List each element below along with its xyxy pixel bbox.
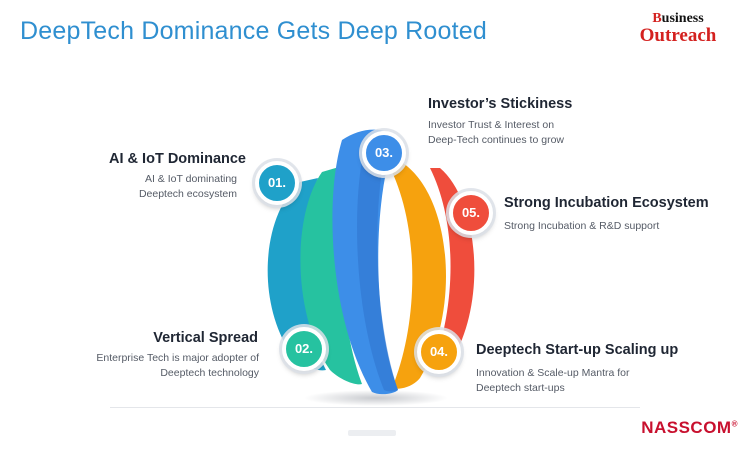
business-outreach-logo: Business Outreach	[639, 11, 717, 46]
badge-04: 04.	[417, 330, 461, 374]
item-02-title: Vertical Spread	[153, 330, 258, 346]
badge-02: 02.	[282, 327, 326, 371]
item-05-desc: Strong Incubation & R&D support	[504, 220, 660, 232]
page-title: DeepTech Dominance Gets Deep Rooted	[20, 17, 487, 45]
divider	[110, 407, 640, 408]
item-05-title: Strong Incubation Ecosystem	[504, 195, 709, 211]
item-03-desc: Investor Trust & Interest on Deep-Tech c…	[428, 119, 564, 146]
item-04-title: Deeptech Start-up Scaling up	[476, 342, 679, 358]
item-02-desc: Enterprise Tech is major adopter of Deep…	[96, 352, 259, 379]
ground-shadow	[304, 390, 448, 406]
stand-base	[348, 430, 396, 436]
item-01-desc: AI & IoT dominating Deeptech ecosystem	[138, 173, 237, 200]
badge-03: 03.	[362, 131, 406, 175]
badge-01: 01.	[255, 161, 299, 205]
nasscom-logo: NASSCOM®	[641, 418, 738, 437]
badge-05: 05.	[449, 191, 493, 235]
item-03-title: Investor’s Stickiness	[428, 96, 573, 112]
item-01-title: AI & IoT Dominance	[109, 151, 246, 167]
segment-cyan	[267, 178, 326, 371]
item-04-desc: Innovation & Scale-up Mantra for Deeptec…	[476, 367, 630, 394]
segment-blue-dark	[357, 150, 398, 392]
